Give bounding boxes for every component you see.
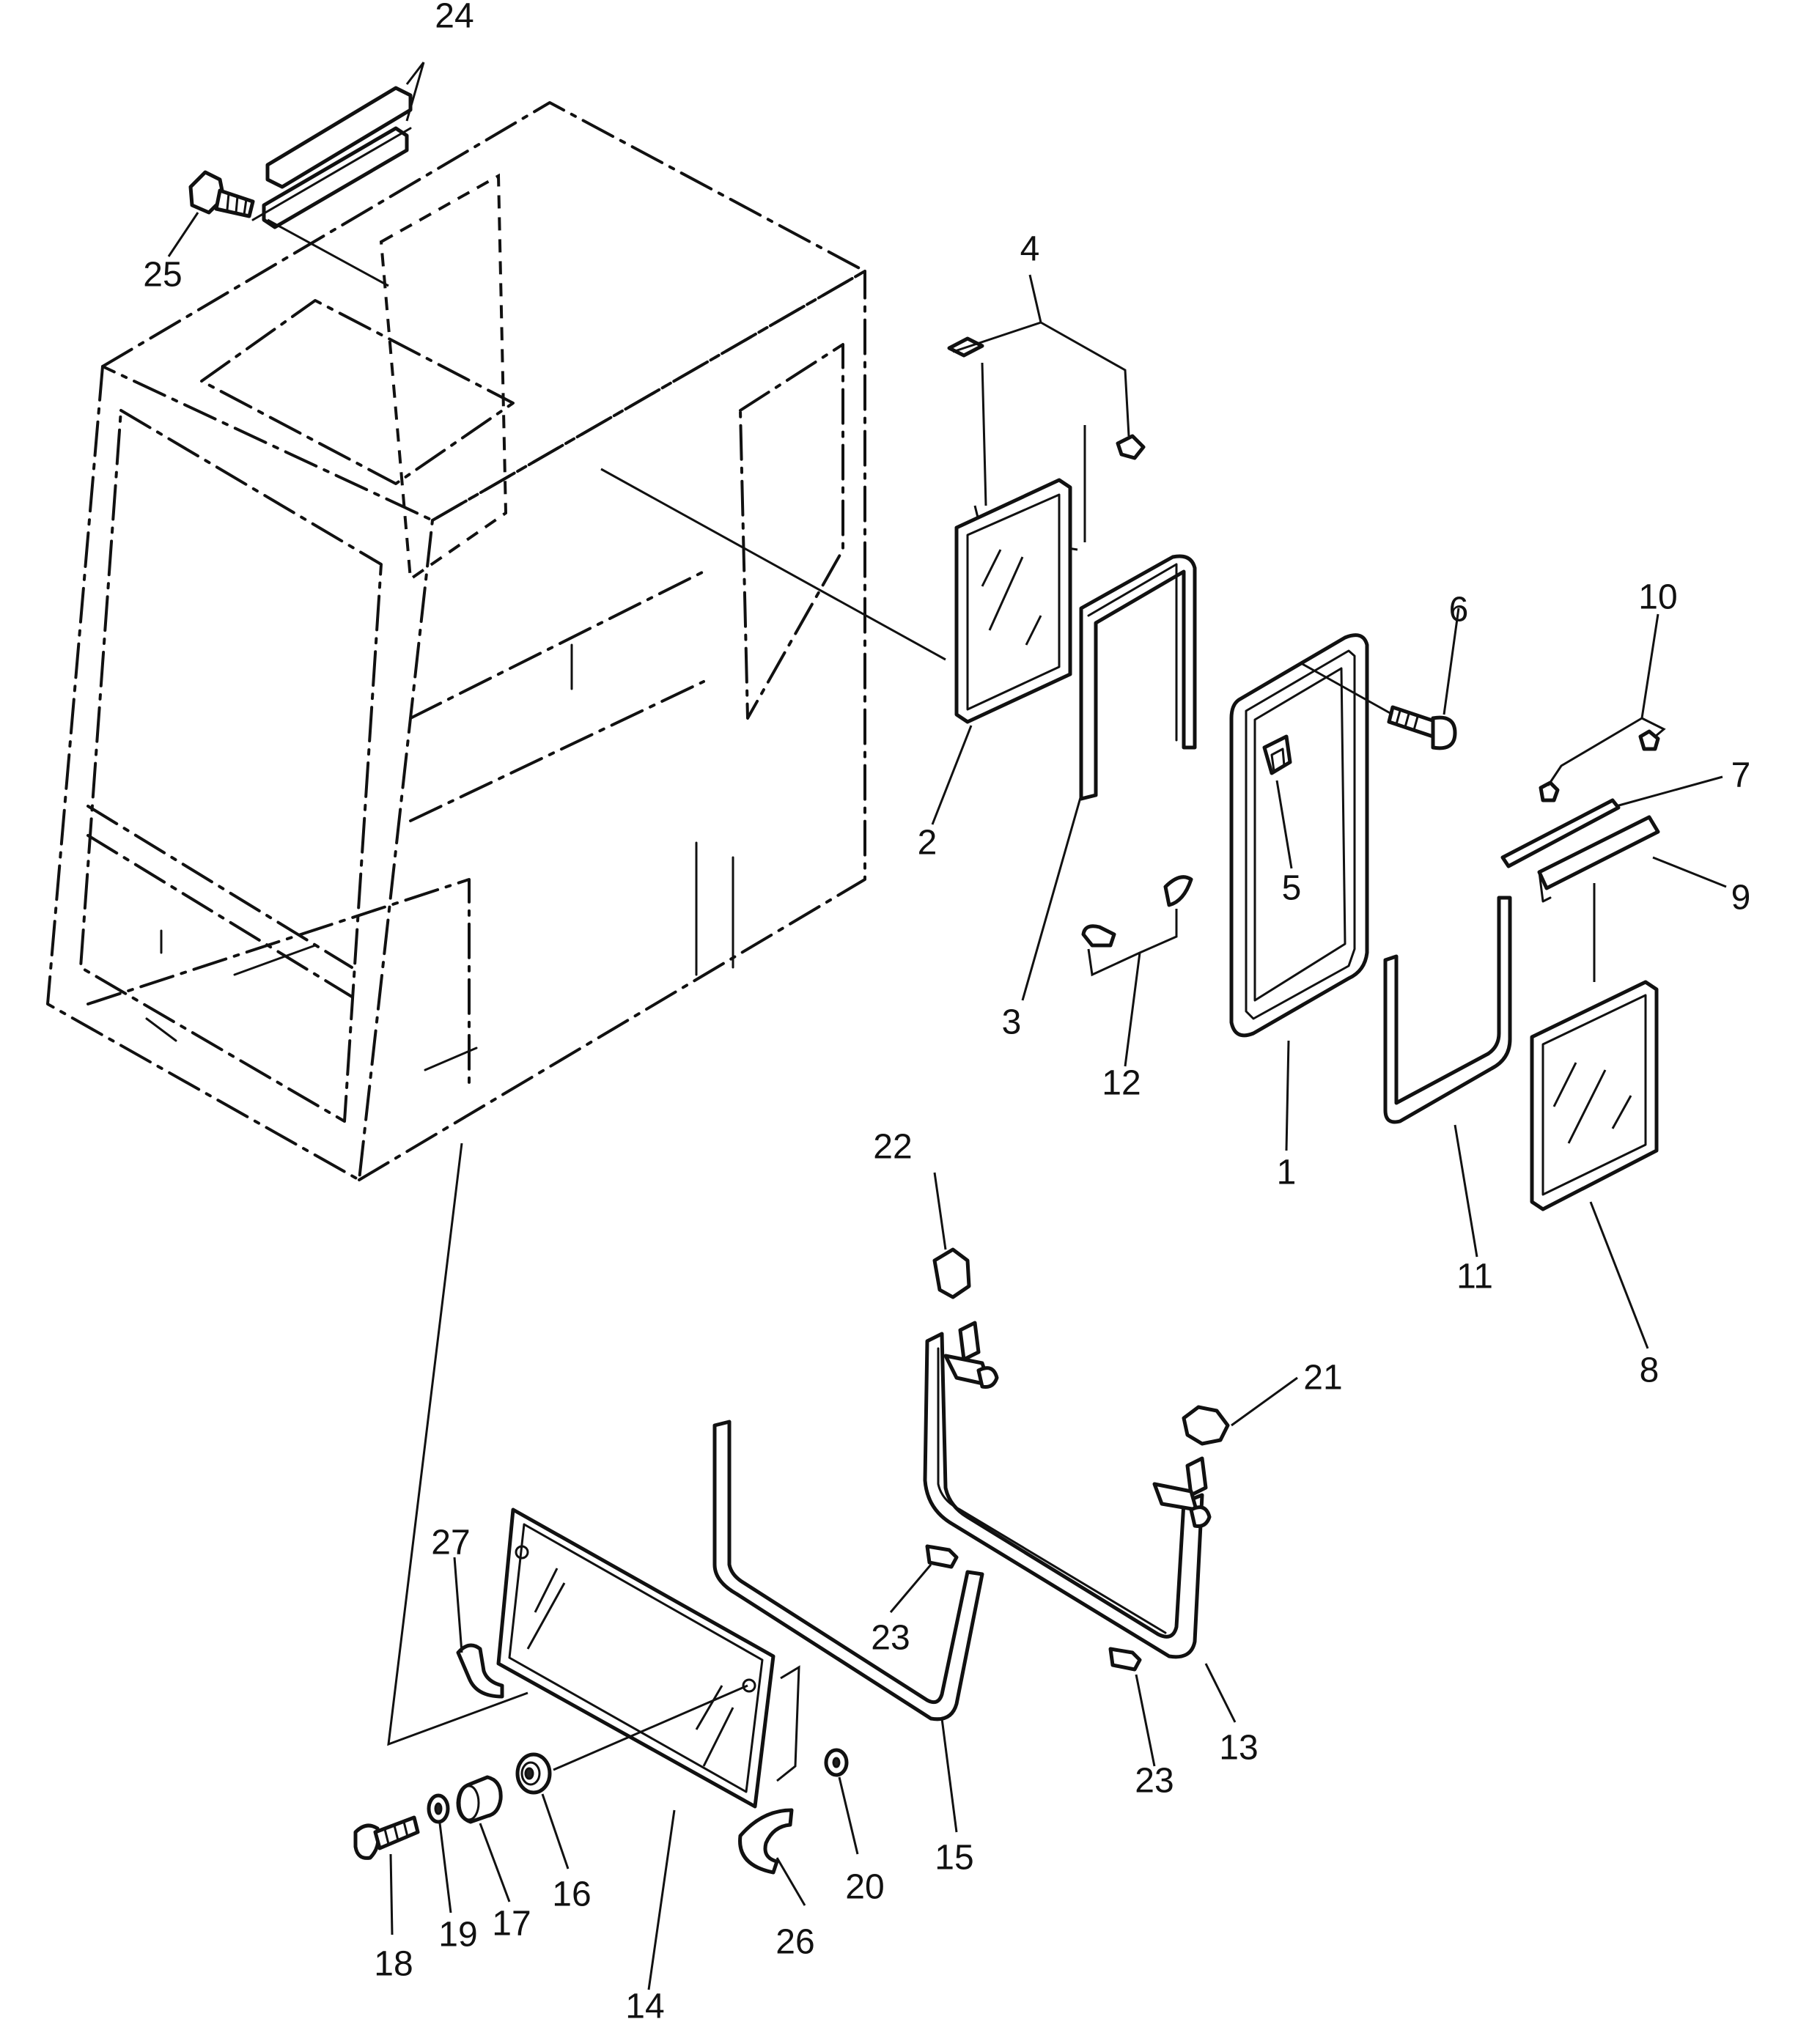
part-27-clip (456, 1643, 504, 1699)
part-12-clips (1081, 875, 1193, 948)
callout-5: 5 (1282, 869, 1302, 908)
callout-labels: 24 25 4 2 3 6 10 7 9 5 12 1 11 8 22 21 2… (143, 0, 1750, 2026)
part-1-window-sash (1229, 633, 1369, 1038)
part-21-catch (1182, 1405, 1230, 1446)
callout-21: 21 (1303, 1359, 1342, 1398)
callout-15: 15 (935, 1839, 973, 1878)
part-8-glass (1530, 980, 1659, 1211)
callout-4: 4 (1020, 230, 1040, 269)
callout-10: 10 (1638, 578, 1677, 617)
part-9-guide (1537, 815, 1660, 903)
part-6-screw (1300, 662, 1457, 750)
callout-17: 17 (492, 1905, 531, 1944)
part-26-clip (738, 1808, 794, 1875)
callout-7: 7 (1731, 756, 1751, 795)
part-4-bracket-set (947, 336, 1146, 542)
part-24-rain-plate (251, 86, 413, 229)
part-16-grommet (515, 1752, 552, 1795)
part-25-bolt (188, 170, 255, 218)
callout-11: 11 (1456, 1258, 1493, 1296)
part-22-catch (932, 1247, 971, 1299)
callout-9: 9 (1731, 879, 1751, 918)
cab-body-outline (46, 101, 866, 1181)
part-13-lower-sash (923, 1321, 1212, 1659)
part-11-channel-seal (1383, 896, 1512, 1124)
callout-23a: 23 (871, 1619, 910, 1658)
callout-8: 8 (1640, 1351, 1659, 1390)
part-14-lower-glass (496, 1507, 775, 1809)
callout-1: 1 (1277, 1154, 1297, 1192)
part-7-rail (1500, 798, 1621, 868)
part-19-washer (427, 1793, 450, 1824)
callout-22: 22 (873, 1128, 912, 1167)
callout-26: 26 (775, 1923, 814, 1962)
part-17-spacer (456, 1775, 503, 1824)
callout-16: 16 (552, 1875, 591, 1914)
part-5-latch (1262, 734, 1292, 775)
part-2-glass-small (954, 478, 1072, 724)
callout-20: 20 (845, 1868, 884, 1907)
part-26-bracket-line (776, 1665, 800, 1782)
part-23-stopper-b (1108, 1647, 1142, 1672)
callout-19: 19 (438, 1916, 477, 1955)
callout-23b: 23 (1135, 1762, 1174, 1801)
callout-6: 6 (1449, 591, 1469, 630)
callout-13: 13 (1219, 1729, 1258, 1768)
callout-14: 14 (625, 1988, 664, 2026)
part-24-leader-line (267, 218, 389, 287)
leader-lines (167, 62, 1727, 1990)
callout-18: 18 (374, 1945, 413, 1984)
callout-24: 24 (435, 0, 474, 36)
part-18-bolt (353, 1815, 420, 1860)
callout-27: 27 (431, 1524, 470, 1562)
part-3-channel-seal (1079, 554, 1197, 801)
callout-12: 12 (1102, 1064, 1141, 1103)
part-23-stopper-a (925, 1544, 959, 1569)
part-16-assembly-line (553, 1684, 748, 1771)
callout-3: 3 (1002, 1003, 1022, 1042)
part-10-nuts (1539, 729, 1660, 802)
callout-25: 25 (143, 256, 182, 295)
part-15-channel-seal (712, 1420, 984, 1721)
callout-2: 2 (918, 824, 937, 863)
part-20-washer (824, 1748, 849, 1777)
